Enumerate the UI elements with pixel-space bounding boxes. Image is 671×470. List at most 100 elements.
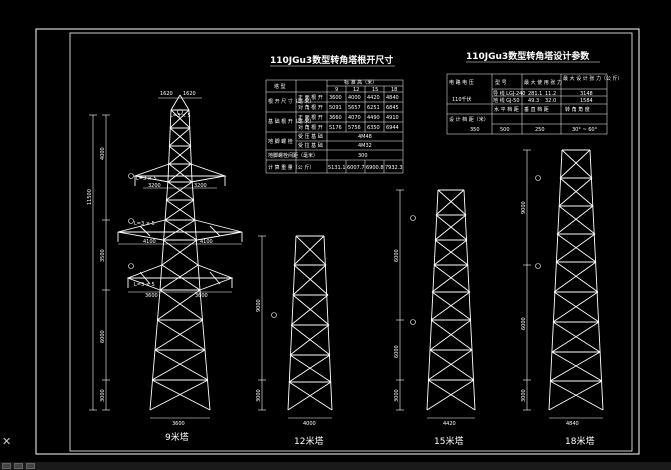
dim-h1-18m: 9000 (521, 201, 527, 214)
dim-h1-15m: 6000 (394, 249, 400, 262)
ft-r2-v1: 4070 (348, 115, 361, 121)
dt-header-type: 型 号 (495, 79, 507, 86)
dim-h2-12m: 3000 (256, 389, 262, 402)
design-table-title: 110JGu3数型转角塔设计参数 (466, 50, 590, 62)
crosshair-cursor-icon: ✕ (2, 435, 12, 448)
ft-header-type: 塔 型 (274, 83, 286, 90)
layout-tab-icon[interactable] (14, 463, 23, 469)
dt-r1-type: 地 线 GJ-50 (493, 97, 520, 104)
dt-r1-v2: 32.0 (545, 98, 556, 104)
ft-header-height: 标 准 高（米） (344, 79, 377, 86)
ft-r5-span: 4M32 (358, 143, 372, 149)
dt-r0-v2: 11.2 (545, 91, 556, 97)
arm-label-2: L=3 × 5 (136, 176, 157, 182)
dim-base-9m: 3600 (172, 421, 185, 427)
ft-r7-group: 计 算 重 量（公 斤） (268, 164, 314, 171)
caption-9m: 9米塔 (165, 431, 189, 443)
dim-base-12m: 4000 (303, 421, 316, 427)
dt-val-1: 500 (500, 127, 510, 133)
dim-total-9m: 11500 (87, 189, 93, 205)
ft-r4-span: 4M48 (358, 134, 372, 140)
ft-r1-v1: 5657 (348, 105, 361, 111)
ft-r1-v2: 6251 (367, 105, 380, 111)
ft-r0-sub: 正 面 根 开 (298, 94, 323, 101)
tower-15m-dimensions (396, 189, 475, 419)
dt-r0-type: 导 线 LGJ-240 (493, 90, 525, 97)
ft-r1-v0: 5091 (329, 105, 342, 111)
dim-h1-9m: 4000 (100, 147, 106, 160)
dim-h1-12m: 9000 (256, 299, 262, 312)
dim-arm3-right: 3600 (195, 293, 208, 299)
dt-header-voltage: 电 路 电 压 (449, 79, 474, 86)
dim-top-left: 1620 (160, 91, 173, 97)
ft-r2-group: 基 础 根 开（毫 米） (268, 118, 314, 125)
ft-r7-v3: 7932.3 (385, 165, 403, 171)
dt-val-2: 250 (535, 127, 545, 133)
ft-r3-sub: 对 角 根 开 (298, 124, 323, 131)
tower-18m-dimensions (523, 149, 603, 419)
status-bar (0, 462, 671, 470)
ft-r3-v1: 5756 (348, 125, 361, 131)
ft-h-12: 12 (353, 87, 359, 93)
ft-r0-v0: 3600 (329, 95, 342, 101)
arm-label-1: L=3 × 5 (170, 113, 191, 119)
ft-r2-v0: 3660 (329, 115, 342, 121)
dt-r1-v1: 49.3 (528, 98, 539, 104)
dt-r0-voltage: 110千伏 (452, 96, 472, 103)
dt-header-max-use: 最 大 使 用 张 力 (524, 79, 562, 86)
caption-12m: 12米塔 (294, 435, 323, 447)
tower-12m (287, 235, 333, 411)
ft-r7-v2: 6900.8 (366, 165, 384, 171)
dim-h3-15m: 3000 (394, 389, 400, 402)
dt-r0-v3: 3148 (580, 91, 593, 97)
ft-r3-v0: 5176 (329, 125, 342, 131)
caption-18m: 18米塔 (565, 435, 594, 447)
ft-r1-sub: 对 角 根 开 (298, 104, 323, 111)
caption-15m: 15米塔 (434, 435, 463, 447)
tower-18m (548, 149, 604, 411)
ft-r3-v3: 6944 (386, 125, 399, 131)
dt-design-v: 垂 直 档 距 (524, 106, 549, 113)
dim-arm1-left: 3200 (148, 183, 161, 189)
grid-toggle-icon[interactable] (26, 463, 35, 469)
dim-h4-9m: 3000 (100, 389, 106, 402)
ft-r0-group: 根 开 尺 寸（毫 米） (268, 98, 314, 105)
model-tab-icon[interactable] (2, 463, 11, 469)
dt-val-3: 30° ~ 60° (572, 127, 598, 133)
dt-design-angle: 转 角 角 度 (565, 106, 590, 113)
ft-r2-sub: 正 面 根 开 (298, 114, 323, 121)
dt-header-max-design: 最 大 设 计 张 力（公 斤） (563, 75, 623, 82)
tower-9m-dimensions (89, 97, 242, 419)
dt-design-label: 设 计 档 距（米） (449, 116, 489, 123)
arm-label-3: L=3 × 5 (134, 221, 155, 227)
dim-arm2-left: 4100 (143, 239, 156, 245)
dim-h3-18m: 3000 (521, 389, 527, 402)
ft-r4-group: 地 脚 螺 栓 (268, 138, 293, 145)
dt-design-h: 水 平 档 距 (494, 106, 519, 113)
inner-frame (69, 32, 633, 452)
design-table (446, 73, 608, 135)
ft-r0-v2: 4420 (367, 95, 380, 101)
foundation-table (265, 79, 404, 174)
ft-r5-sub: 受 拉 基 础 (298, 142, 323, 149)
ft-h-15: 15 (372, 87, 378, 93)
foundation-table-title: 110JGu3数型转角塔根开尺寸 (270, 54, 393, 66)
tower-9m (117, 94, 243, 411)
ft-r6-span: 300 (358, 153, 368, 159)
dim-h2-15m: 6000 (394, 345, 400, 358)
arm-label-4: L=3 × 5 (134, 282, 155, 288)
ft-r1-v3: 6845 (386, 105, 399, 111)
ft-r2-v2: 4490 (367, 115, 380, 121)
ft-h-18: 18 (391, 87, 397, 93)
outer-frame (35, 28, 640, 455)
ft-r0-v3: 4840 (386, 95, 399, 101)
ft-r3-v2: 6350 (367, 125, 380, 131)
tower-12m-dimensions (258, 235, 332, 419)
dim-arm2-right: 4100 (200, 239, 213, 245)
ft-h-9: 9 (335, 87, 338, 93)
dt-val-0: 350 (470, 127, 480, 133)
dim-arm3-left: 3600 (145, 293, 158, 299)
ft-r0-v1: 4000 (348, 95, 361, 101)
